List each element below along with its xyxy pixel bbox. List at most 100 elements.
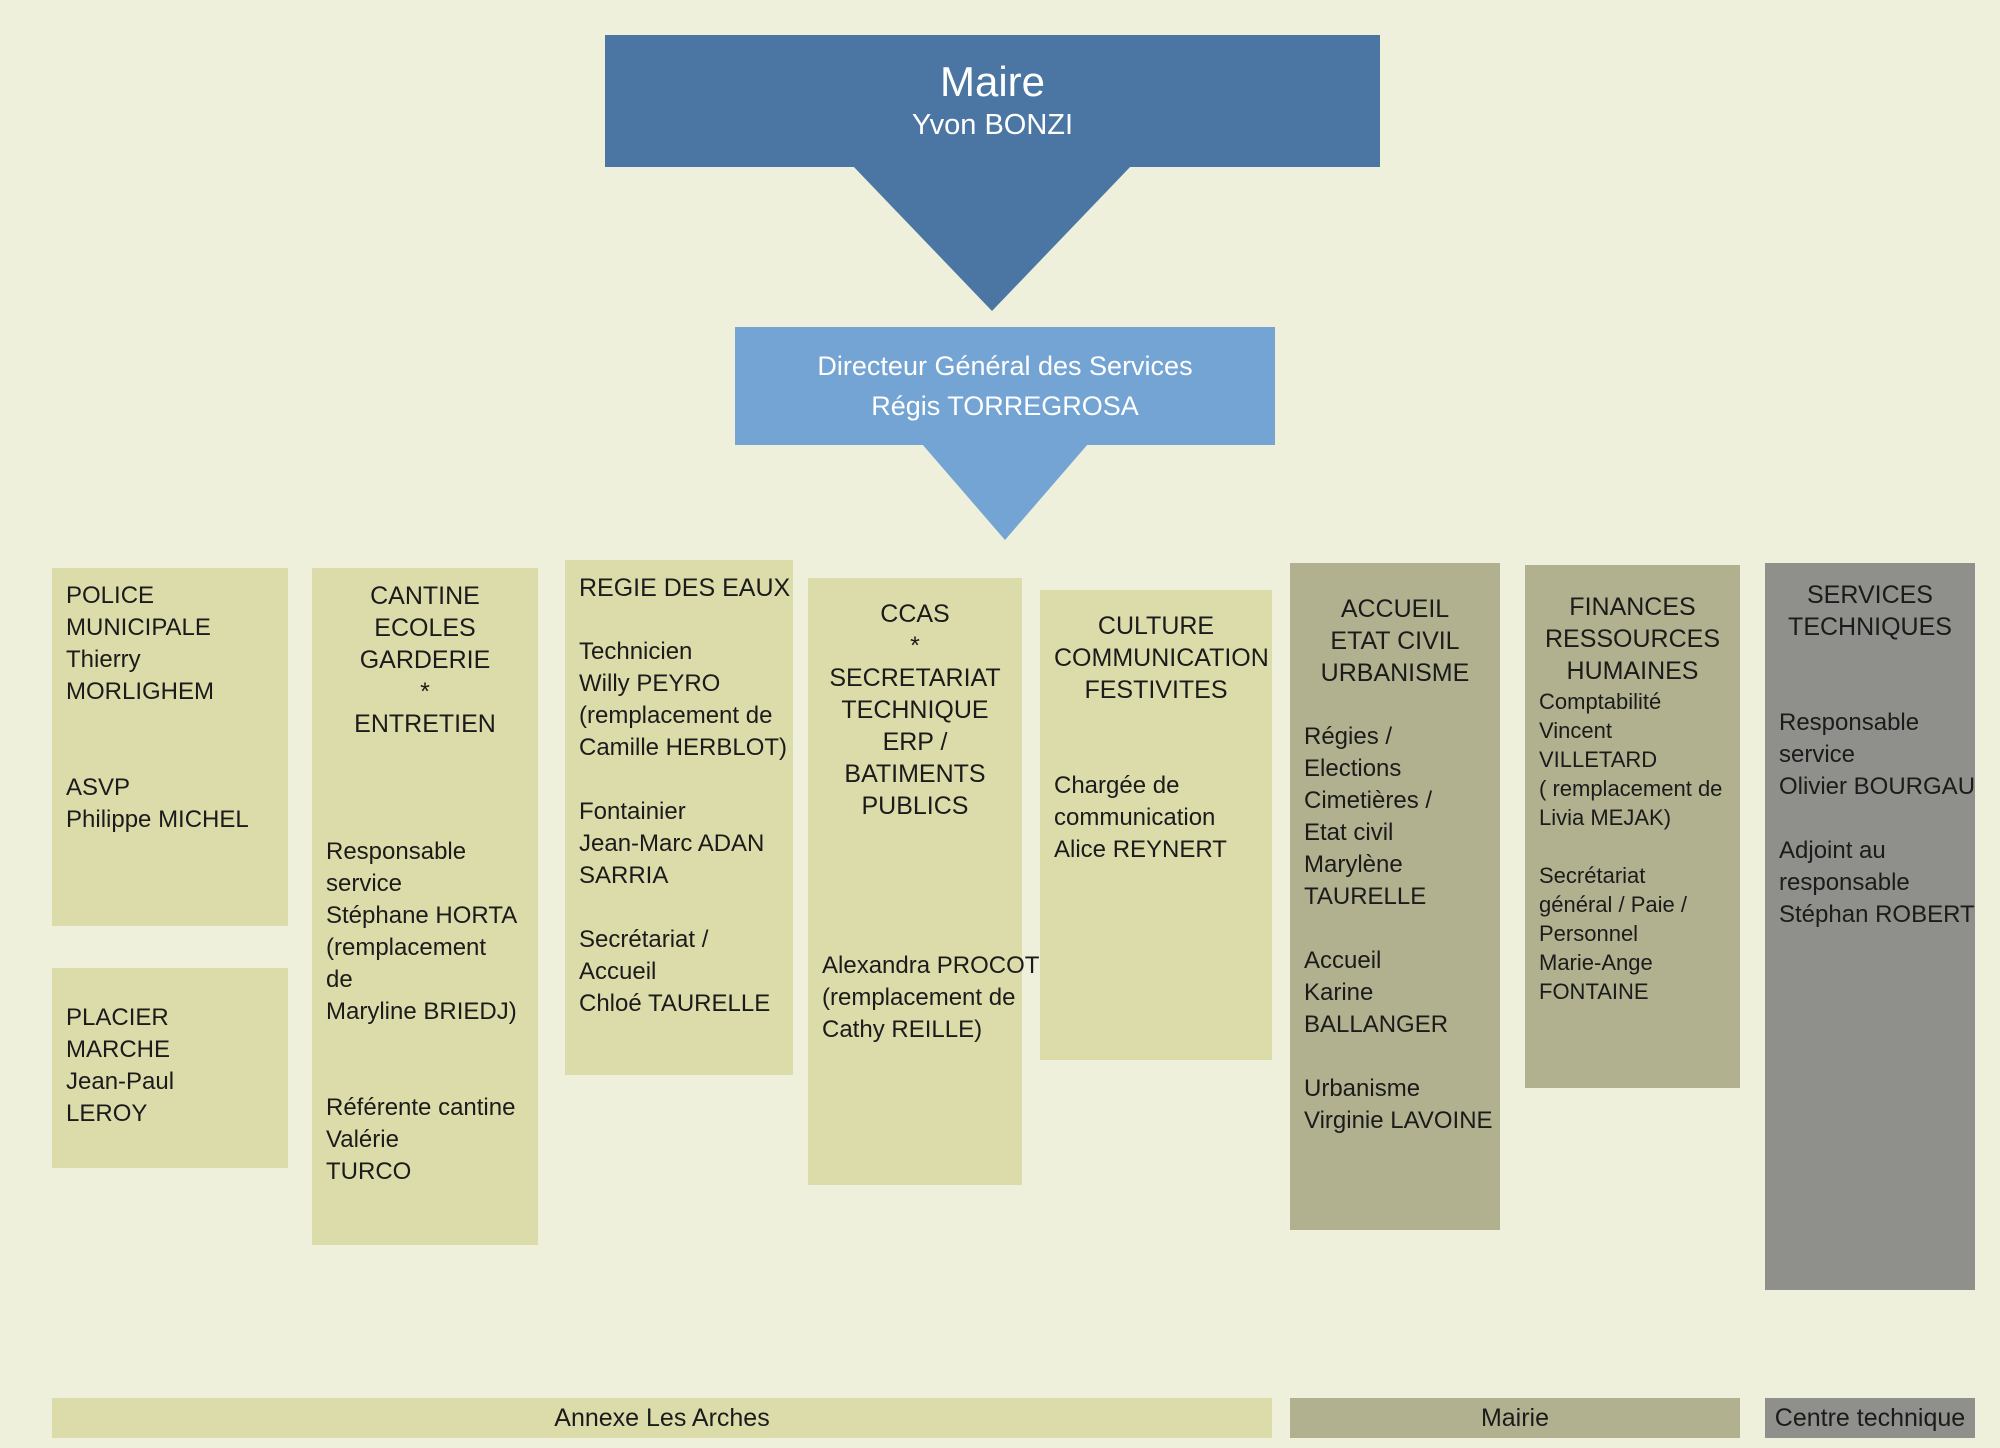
text-line: TECHNIQUES <box>1788 613 1952 641</box>
location-bar-annexe-les-arches: Annexe Les Arches <box>52 1398 1272 1438</box>
text-line: MARCHE <box>66 1036 171 1063</box>
spacer-line <box>822 854 1008 886</box>
text-line: VILLETARD <box>1539 747 1658 772</box>
text-line: TAURELLE <box>1304 883 1427 910</box>
spacer-line <box>1539 832 1726 861</box>
text-line: SECRETARIAT <box>829 664 1001 692</box>
text-line: Elections <box>1304 755 1402 782</box>
text-line: URBANISME <box>1320 659 1470 687</box>
spacer-line <box>579 764 779 796</box>
maire-title: Maire <box>939 58 1046 105</box>
location-bar-mairie-label: Mairie <box>1480 1403 1550 1432</box>
text-line: Cimetières / <box>1304 787 1433 814</box>
text-line: Jean-Marc ADAN <box>579 830 765 857</box>
spacer-line <box>822 886 1008 918</box>
text-line: FINANCES <box>1569 593 1696 621</box>
text-line: Responsable <box>1779 709 1920 736</box>
dgs-name: Régis TORREGROSA <box>871 391 1139 421</box>
text-line: service <box>326 870 403 897</box>
spacer-line <box>66 708 274 740</box>
text-line: MUNICIPALE <box>66 614 211 641</box>
spacer-line <box>1779 803 1961 835</box>
text-line: Accueil <box>579 958 657 985</box>
text-line: Stéphan ROBERT <box>1779 901 1975 928</box>
text-line: PUBLICS <box>861 792 969 820</box>
text-line: Virginie LAVOINE <box>1304 1107 1493 1134</box>
text-line: Urbanisme <box>1304 1075 1421 1102</box>
spacer-line <box>326 1060 524 1092</box>
spacer-line <box>1779 643 1961 675</box>
text-line: * <box>420 678 430 706</box>
text-line: Thierry <box>66 646 141 673</box>
text-line: Secrétariat / <box>579 926 709 953</box>
text-line: Valérie <box>326 1126 399 1153</box>
maire-box: Maire Yvon BONZI <box>605 35 1380 167</box>
dgs-title: Directeur Général des Services <box>817 351 1193 381</box>
text-line: Personnel <box>1539 921 1639 946</box>
text-line: Karine <box>1304 979 1374 1006</box>
text-line: Responsable <box>326 838 467 865</box>
maire-name: Yvon BONZI <box>911 109 1074 141</box>
text-line: Marylène <box>1304 851 1403 878</box>
text-line: MORLIGHEM <box>66 678 215 705</box>
text-line: Secrétariat <box>1539 863 1646 888</box>
dgs-down-arrow-icon <box>922 444 1088 540</box>
spacer-line <box>822 918 1008 950</box>
text-line: HUMAINES <box>1566 657 1699 685</box>
spacer-line <box>1054 738 1258 770</box>
spacer-line <box>326 740 524 772</box>
text-line: TECHNIQUE <box>841 696 989 724</box>
text-line: Accueil <box>1304 947 1382 974</box>
text-line: Alexandra PROCOT <box>822 952 1040 979</box>
text-line: service <box>1779 741 1856 768</box>
text-line: Willy PEYRO <box>579 670 721 697</box>
text-line: ETAT CIVIL <box>1330 627 1460 655</box>
spacer-line <box>579 892 779 924</box>
text-line: RESSOURCES <box>1544 625 1721 653</box>
spacer-line <box>579 604 779 636</box>
text-line: COMMUNICATION <box>1054 644 1269 672</box>
text-line: responsable <box>1779 869 1910 896</box>
text-line: (remplacement de <box>822 984 1016 1011</box>
text-line: Alice REYNERT <box>1054 836 1227 863</box>
text-line: PLACIER <box>66 1004 169 1031</box>
text-line: Maryline BRIEDJ) <box>326 998 517 1025</box>
spacer-line <box>1779 675 1961 707</box>
text-line: Etat civil <box>1304 819 1394 846</box>
text-line: Chloé TAURELLE <box>579 990 771 1017</box>
text-line: Régies / <box>1304 723 1393 750</box>
spacer-line <box>822 822 1008 854</box>
text-line: SARRIA <box>579 862 669 889</box>
text-line: BATIMENTS <box>844 760 986 788</box>
text-line: TURCO <box>326 1158 412 1185</box>
dept-box-accueil-etat-civil-urbanisme: ACCUEIL ETAT CIVIL URBANISME Régies / Elect… <box>1290 563 1500 1230</box>
text-line: ASVP <box>66 774 131 801</box>
spacer-line <box>326 804 524 836</box>
location-bar-annexe-label: Annexe Les Arches <box>554 1403 770 1432</box>
text-line: GARDERIE <box>359 646 491 674</box>
text-line: ACCUEIL <box>1340 595 1450 623</box>
dgs-box: Directeur Général des Services Régis TOR… <box>735 327 1275 445</box>
text-line: FONTAINE <box>1539 979 1649 1004</box>
text-line: LEROY <box>66 1100 148 1127</box>
text-line: Philippe MICHEL <box>66 806 249 833</box>
text-line: ECOLES <box>374 614 476 642</box>
spacer-line <box>326 772 524 804</box>
text-line: CCAS <box>880 600 950 628</box>
text-line: Livia MEJAK) <box>1539 805 1672 830</box>
